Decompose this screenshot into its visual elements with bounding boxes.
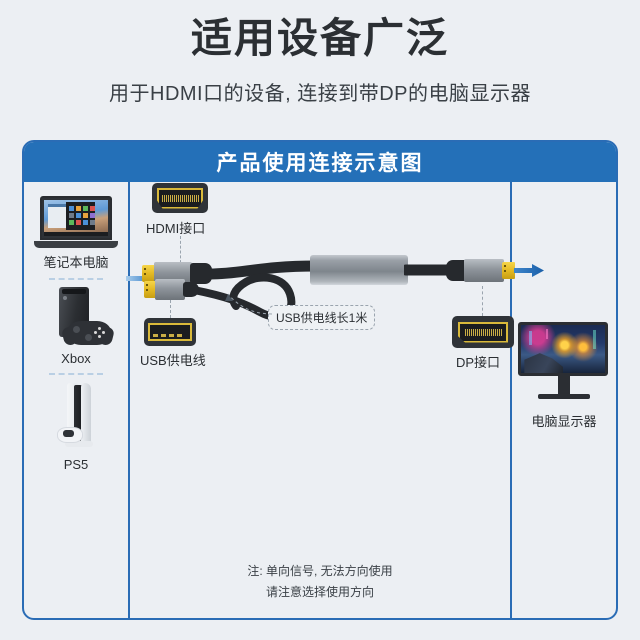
device-label: PS5	[63, 457, 89, 472]
callout-leader-line	[222, 292, 274, 318]
usb-leader-line	[170, 300, 171, 318]
usb-plug-boot	[183, 282, 199, 297]
dp-direction-arrow	[514, 264, 544, 277]
usb-length-callout: USB供电线长1米	[268, 305, 376, 330]
dp-plug-gold-tip	[502, 262, 515, 279]
usb-plug-gold-tip	[144, 281, 156, 298]
usb-port-icon	[144, 318, 196, 346]
page-subtitle: 用于HDMI口的设备, 连接到带DP的电脑显示器	[109, 83, 531, 106]
device-separator-1	[49, 278, 103, 280]
dp-leader-line	[482, 286, 483, 316]
output-device-column: 电脑显示器	[512, 182, 616, 618]
device-monitor: 电脑显示器	[512, 322, 616, 430]
usb-power-branch-cable	[164, 266, 314, 352]
hdmi-port-label: HDMI接口	[146, 221, 206, 236]
device-label: Xbox	[61, 351, 91, 366]
dp-plug-boot	[446, 260, 468, 281]
device-separator-2	[49, 373, 103, 375]
page-title: 适用设备广泛	[191, 15, 449, 61]
usb-plug-shell	[155, 279, 185, 300]
hdmi-to-adapter-cable	[204, 252, 322, 294]
device-label: 电脑显示器	[531, 414, 597, 429]
hdmi-to-dp-adapter-body	[310, 255, 408, 285]
dp-plug-shell	[464, 259, 504, 282]
usage-note-line-2: 请注意选择使用方向	[265, 584, 374, 599]
diagram-banner-title: 产品使用连接示意图	[216, 152, 424, 175]
ps5-console-icon	[41, 383, 111, 453]
hdmi-leader-line	[180, 236, 181, 268]
hdmi-plug-gold-tip	[142, 265, 155, 282]
laptop-icon	[34, 196, 118, 248]
source-devices-column: 笔记本电脑	[24, 182, 130, 618]
device-laptop: 笔记本电脑	[24, 196, 128, 271]
diagram-columns: 笔记本电脑	[24, 182, 616, 618]
dp-port-label: DP接口	[456, 355, 501, 370]
hdmi-plug-boot	[190, 263, 212, 284]
cable-diagram-column: HDMI接口	[126, 182, 544, 618]
dp-port-icon	[452, 316, 514, 348]
connection-diagram-frame: 产品使用连接示意图	[22, 140, 618, 620]
monitor-icon	[518, 322, 610, 399]
xbox-console-icon	[41, 287, 115, 347]
hdmi-port-icon	[152, 183, 208, 213]
usage-note: 注: 单向信号, 无法方向使用 请注意选择使用方向	[130, 561, 510, 602]
page-header: 适用设备广泛 用于HDMI口的设备, 连接到带DP的电脑显示器	[0, 0, 640, 106]
usb-cable-label: USB供电线	[140, 353, 206, 368]
device-label: 笔记本电脑	[43, 255, 109, 270]
device-ps5: PS5	[24, 383, 128, 472]
device-xbox: Xbox	[24, 287, 128, 366]
usage-note-line-1: 注: 单向信号, 无法方向使用	[247, 564, 393, 579]
diagram-banner: 产品使用连接示意图	[24, 142, 616, 182]
